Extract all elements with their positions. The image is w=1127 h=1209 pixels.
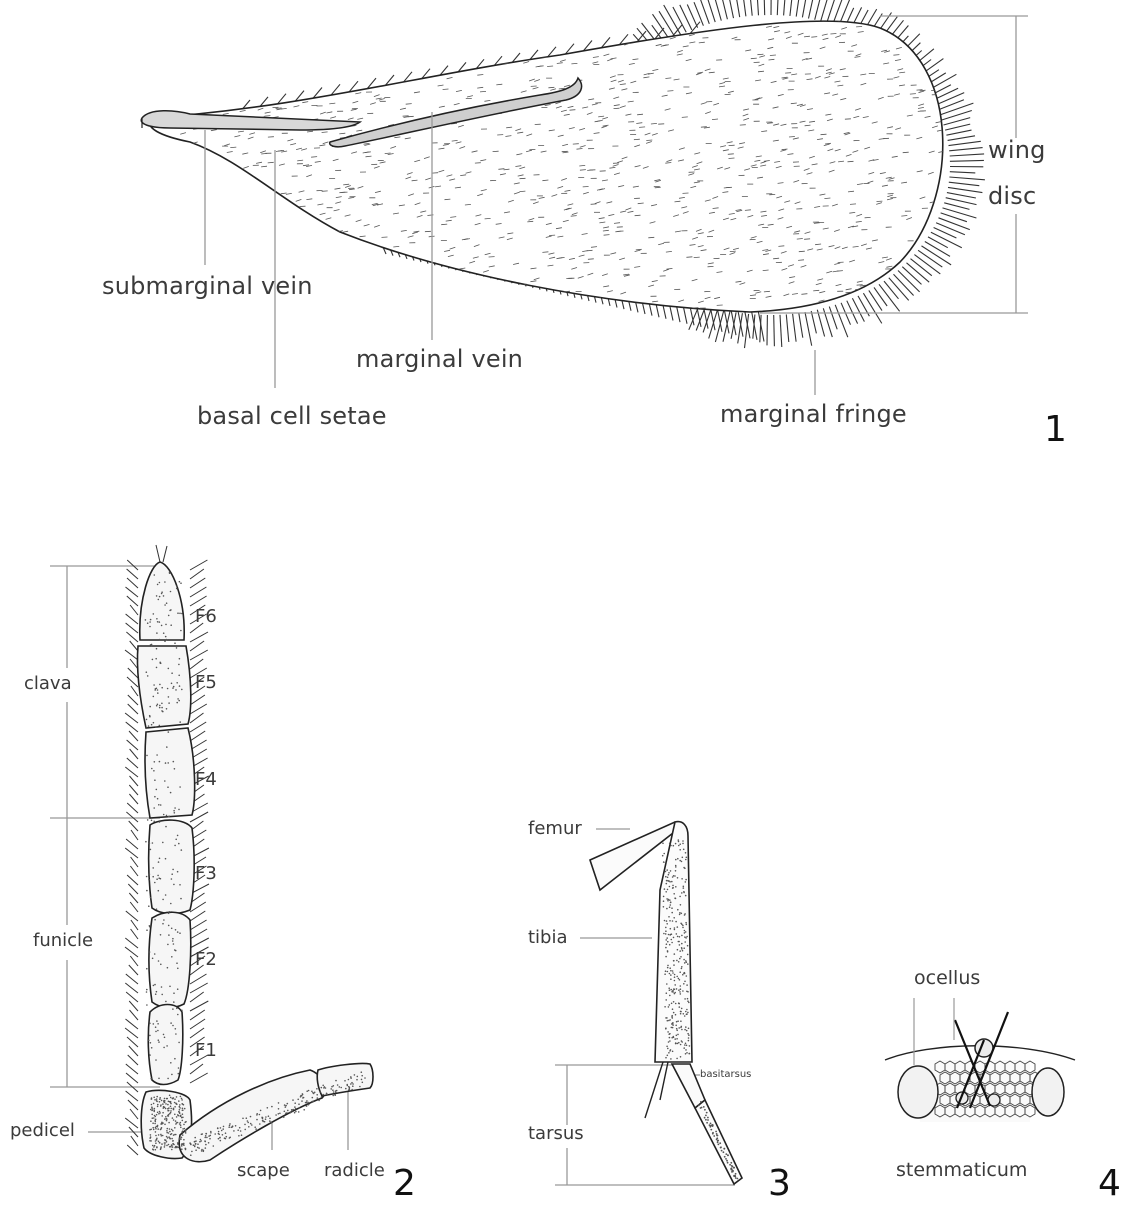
tarsus-shape (695, 1100, 742, 1184)
segment-f2 (149, 912, 191, 1007)
segment-scape (179, 1070, 325, 1162)
label-clava: clava (24, 675, 72, 693)
label-funicle: funicle (33, 932, 93, 950)
label-f6: F6 (195, 608, 217, 626)
label-f2: F2 (195, 951, 217, 969)
figure-number-1: 1 (1044, 412, 1067, 448)
label-tibia: tibia (528, 929, 568, 947)
label-tarsus: tarsus (528, 1125, 584, 1143)
figure-number-3: 3 (768, 1166, 791, 1202)
label-stemmaticum: stemmaticum (896, 1161, 1027, 1180)
label-basitarsus: basitarsus (700, 1070, 751, 1080)
wing-disc-outline (149, 21, 943, 312)
label-ocellus: ocellus (914, 969, 980, 988)
label-f5: F5 (195, 674, 217, 692)
figure-number-2: 2 (393, 1166, 416, 1202)
label-marginal-fringe: marginal fringe (720, 402, 907, 426)
segment-f1 (148, 1005, 183, 1085)
segment-radicle (317, 1063, 373, 1096)
label-disc: disc (988, 184, 1036, 208)
lateral-eye-right (1032, 1068, 1064, 1116)
label-f4: F4 (195, 771, 217, 789)
segment-f4 (145, 728, 195, 818)
lateral-eye-left (898, 1066, 938, 1118)
antenna-segments (137, 562, 373, 1162)
antenna-brackets (50, 566, 348, 1150)
leg-spurs (645, 1062, 668, 1118)
figure-number-4: 4 (1098, 1166, 1121, 1202)
stemmaticum-drawing (885, 998, 1075, 1122)
segment-f3 (149, 820, 194, 914)
label-femur: femur (528, 820, 582, 838)
label-f3: F3 (195, 865, 217, 883)
label-marginal-vein: marginal vein (356, 347, 523, 371)
segment-f6 (140, 562, 184, 640)
label-f1: F1 (195, 1042, 217, 1060)
segment-f5 (137, 646, 190, 728)
label-wing: wing (988, 138, 1046, 162)
label-scape: scape (237, 1162, 290, 1180)
label-basal-cell-setae: basal cell setae (197, 404, 387, 428)
label-pedicel: pedicel (10, 1122, 75, 1140)
label-submarginal-vein: submarginal vein (102, 274, 313, 298)
label-radicle: radicle (324, 1162, 385, 1180)
